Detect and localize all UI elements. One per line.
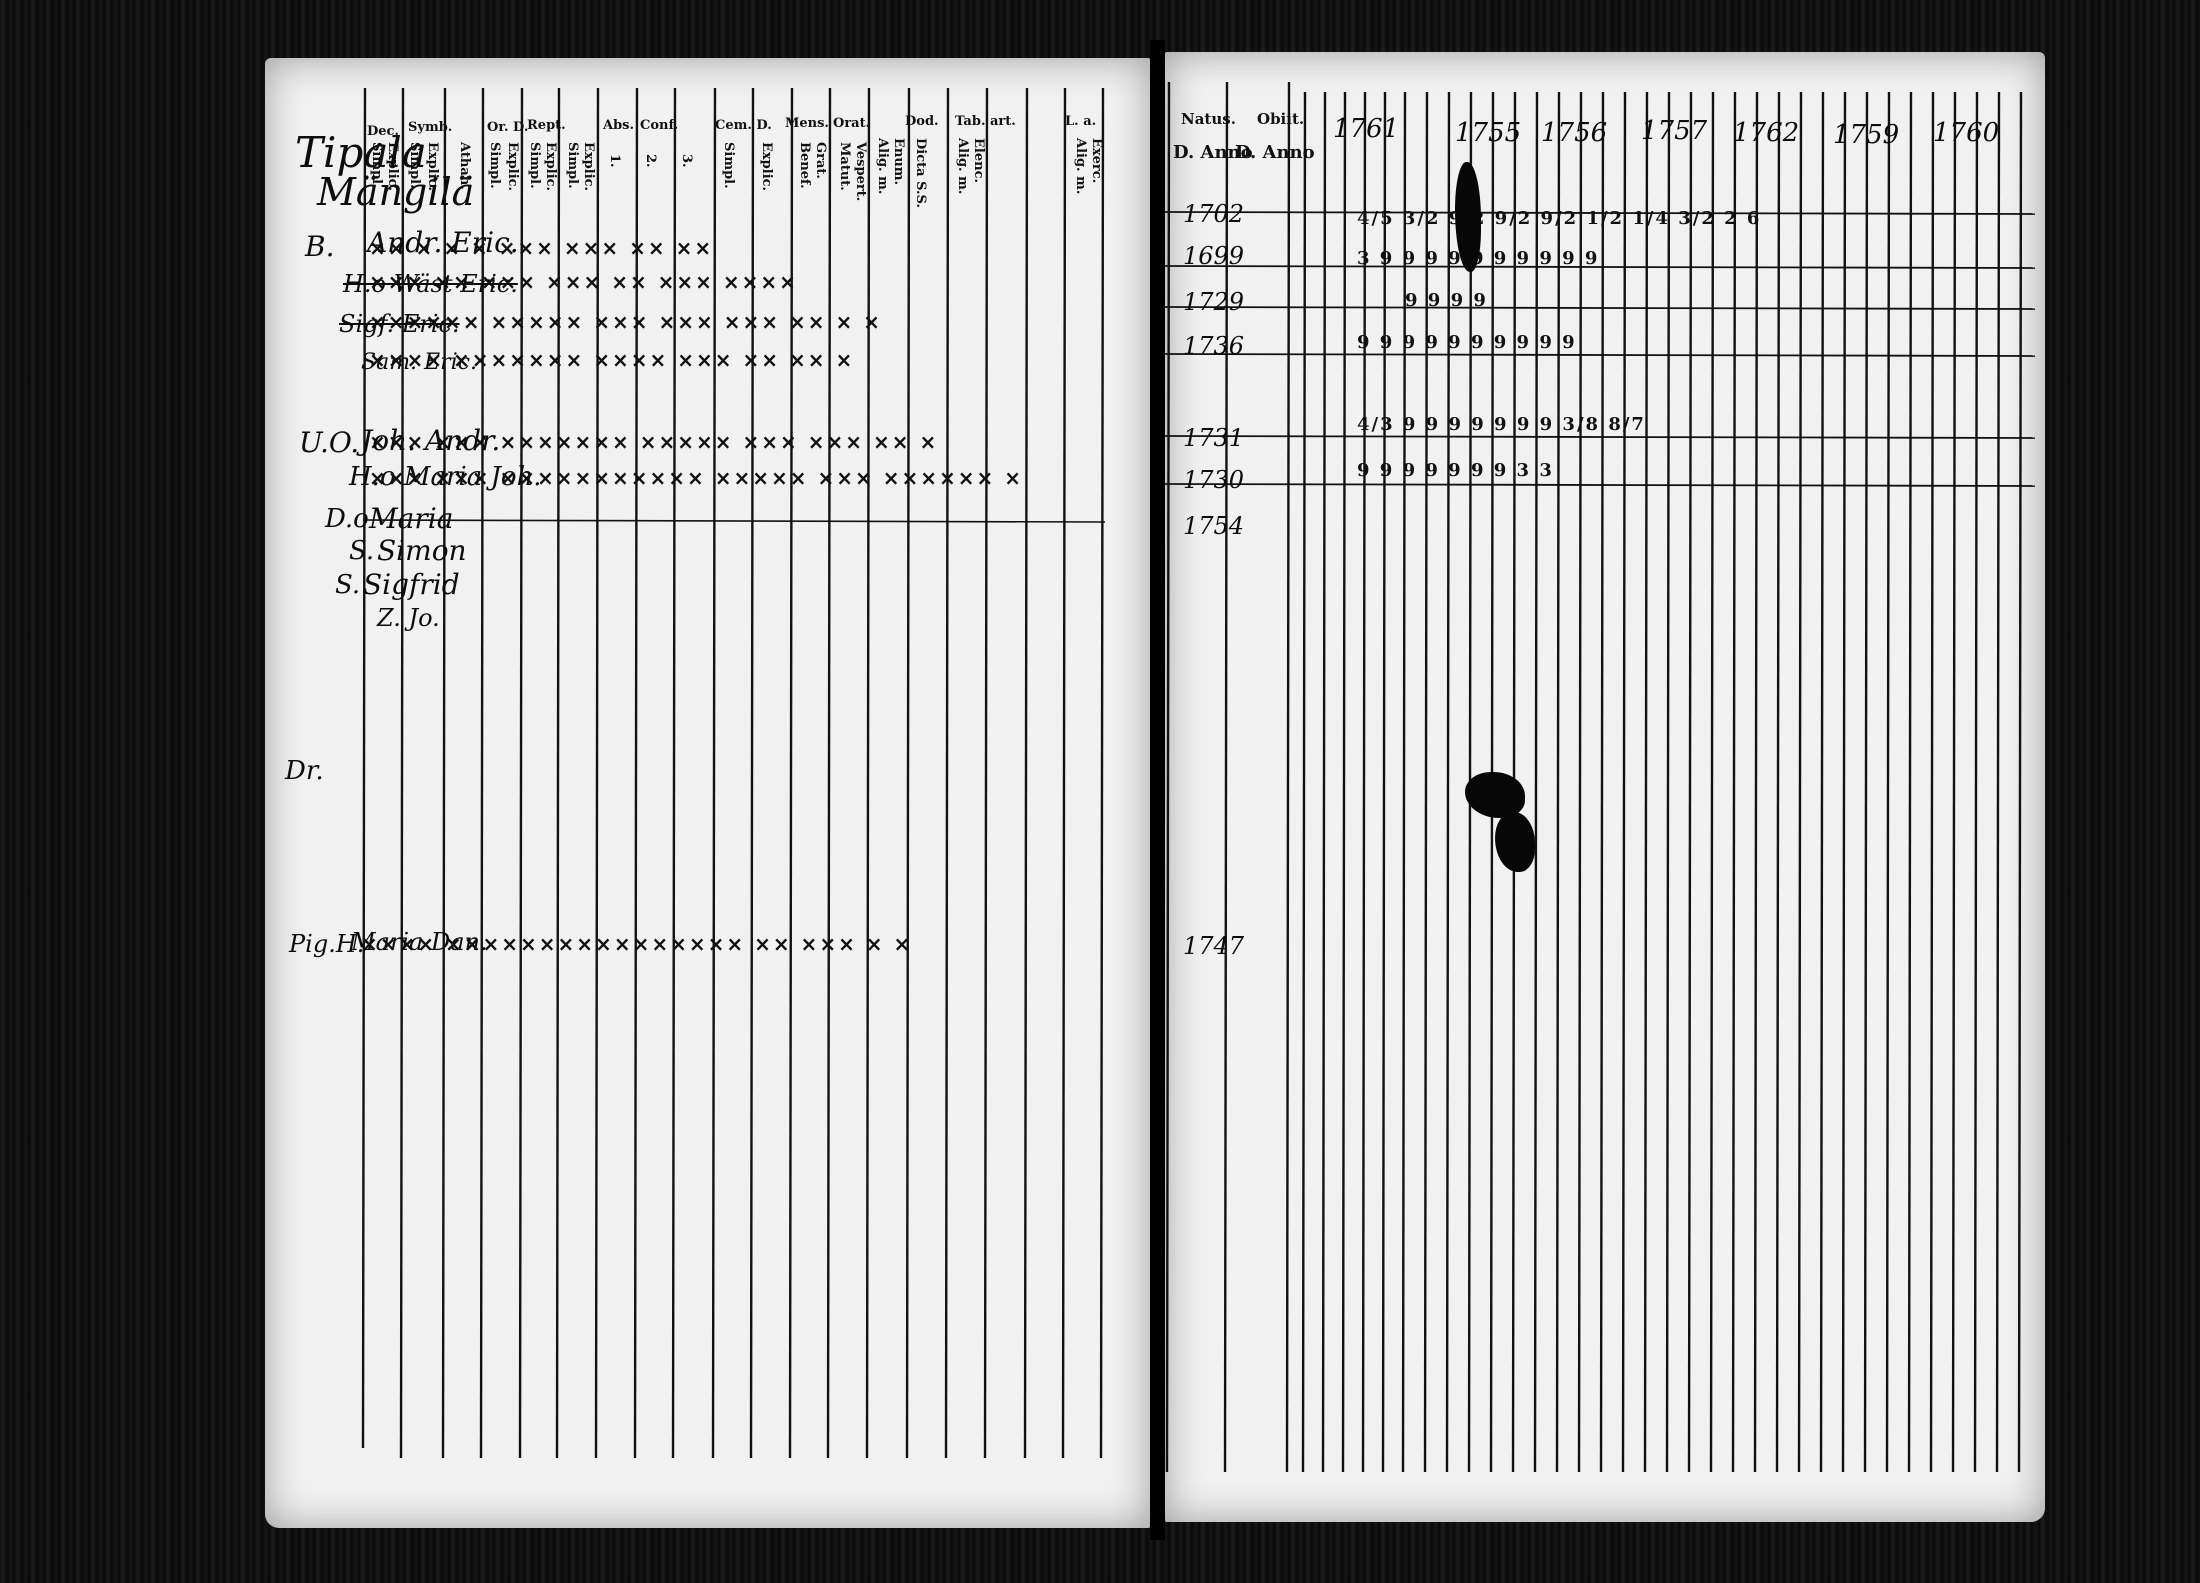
village-subtitle: Mängilä <box>317 170 475 214</box>
header-d-anno: D. Anno <box>1173 142 1253 163</box>
col-header: 3. <box>679 154 694 168</box>
birth-year: 1730 <box>1183 466 1245 494</box>
header-la: L. a. <box>1065 114 1097 129</box>
header-mens: Mens. <box>785 116 829 131</box>
ink-blot <box>1465 772 1525 818</box>
tick-marks: ×× × × × ××× ××× ×× ×× <box>369 236 714 260</box>
entry-name: Sam. Eric. <box>361 350 477 375</box>
tick-marks: ×××××× ××××× ××× ××× ××× ×× × × <box>369 310 882 334</box>
col-header: Athan. <box>457 142 472 190</box>
header-orat: Orat. <box>833 116 871 131</box>
book-gutter <box>1150 40 1165 1540</box>
entry-name: Maria <box>369 502 454 535</box>
header-d-anno-2: D. Anno <box>1235 142 1315 163</box>
col-header: Explic. <box>505 142 520 192</box>
col-header: Explic. <box>385 142 400 192</box>
entry-name: Maria Dan. <box>351 928 488 956</box>
birth-year: 1729 <box>1183 288 1245 316</box>
col-header: Simpl. <box>721 142 736 189</box>
tick-marks: ×××× ××××××× ×××× ××× ×× ×× × <box>369 348 855 372</box>
entry-name: H.o Wäst Eric. <box>343 270 518 298</box>
col-header: Alig. m. <box>955 138 970 195</box>
col-header: Simpl. <box>407 142 422 189</box>
col-header: Grat. <box>813 142 828 179</box>
header-symb: Symb. <box>408 120 453 135</box>
entry-name: Sigf. Eric. <box>339 310 460 338</box>
col-header: Explic. <box>759 142 774 192</box>
exam-marks: 4/5 3/2 9/2 9/2 9/2 1/2 1/4 3/2 2 6 <box>1357 208 1762 229</box>
col-header: Simpl. <box>487 142 502 189</box>
header-cem-d: Cem. D. <box>715 118 772 133</box>
birth-year: 1747 <box>1183 932 1245 960</box>
tick-marks: ×××× ×××××××××××××××× ×× ××× × × <box>361 932 913 956</box>
col-header: Explic. <box>543 142 558 192</box>
col-header: Alig. m. <box>875 138 890 195</box>
entry-prefix: Pig.H. <box>289 930 365 958</box>
col-header: 1. <box>607 154 622 168</box>
header-tab-art: Tab. art. <box>955 114 1016 129</box>
left-page: Dec. Symb. Or. D. Rept. Abs. Conf. Cem. … <box>265 58 1150 1528</box>
exam-marks: 4/3 9 9 9 9 9 9 9 3/8 8/7 <box>1357 414 1646 435</box>
tick-marks: ××× ××× ××××××××××× ××××× ××× ×××××× × <box>369 466 1024 490</box>
year-header: 1759 <box>1833 120 1900 150</box>
ink-blot <box>1455 162 1481 272</box>
year-header: 1755 <box>1455 118 1522 148</box>
header-dod: Dod. <box>905 114 939 129</box>
header-abs: Abs. <box>603 118 635 133</box>
entry-prefix: U.O. <box>299 426 360 459</box>
entry-prefix: S. <box>335 570 361 600</box>
col-header: Enum. <box>891 138 906 186</box>
left-ruling <box>361 87 1106 1459</box>
exam-marks: 9 9 9 9 9 9 9 9 9 9 <box>1357 332 1577 353</box>
col-header: Explic. <box>425 142 440 192</box>
header-dec: Dec. <box>367 124 399 139</box>
col-header: Explic. <box>581 142 596 192</box>
entry-name: Joh. Andr. <box>361 424 501 457</box>
entry-name: Z. Jo. <box>377 604 440 632</box>
year-header: 1756 <box>1541 118 1608 148</box>
year-header: 1760 <box>1933 118 2000 148</box>
birth-year: 1736 <box>1183 332 1245 360</box>
header-rept: Rept. <box>527 118 566 133</box>
entry-prefix: B. <box>305 230 335 263</box>
col-header: Dicta S.S. <box>913 138 928 208</box>
entry-prefix: S. <box>349 536 375 566</box>
header-obiit: Obiit. <box>1257 110 1305 128</box>
col-header: Benef. <box>797 142 812 189</box>
entry-name: Simon <box>377 534 467 567</box>
birth-year: 1754 <box>1183 512 1245 540</box>
col-header: Vespert. <box>853 142 868 202</box>
birth-year: 1699 <box>1183 242 1245 270</box>
year-header: 1757 <box>1641 116 1708 146</box>
village-title: Tipala <box>295 128 427 177</box>
right-ruling <box>1165 81 2036 1473</box>
year-header: 1761 <box>1333 114 1400 144</box>
tick-marks: ××× ××× ××××××× ××××× ××× ××× ×× × <box>369 430 939 454</box>
right-page: Natus. D. Anno Obiit. D. Anno 1761 1755 … <box>1165 52 2045 1522</box>
col-header: Simpl. <box>369 142 384 189</box>
birth-year: 1731 <box>1183 424 1245 452</box>
year-header: 1762 <box>1733 118 1800 148</box>
col-header: Matut. <box>837 142 852 191</box>
tick-marks: ××× ×× ××× ××× ×× ××× ×××× <box>369 270 798 294</box>
entry-prefix: Dr. <box>285 756 324 786</box>
header-natus: Natus. <box>1181 110 1236 128</box>
entry-name: Andr. Eric. <box>367 226 519 259</box>
col-header: Elenc. <box>971 138 986 184</box>
entry-prefix: D.o <box>325 504 369 534</box>
col-header: Simpl. <box>527 142 542 189</box>
entry-name: H.o Maria Joh. <box>349 462 542 492</box>
col-header: Simpl. <box>565 142 580 189</box>
col-header: Alig. m. <box>1073 138 1088 195</box>
ink-blot <box>1495 812 1535 872</box>
header-or-d: Or. D. <box>487 120 529 135</box>
exam-marks: 9 9 9 9 9 9 9 3 3 <box>1357 460 1554 481</box>
exam-marks: 9 9 9 9 <box>1405 290 1488 311</box>
col-header: 2. <box>643 154 658 168</box>
entry-name: Sigfrid <box>363 568 460 601</box>
header-conf: Conf. <box>640 118 679 133</box>
birth-year: 1702 <box>1183 200 1245 228</box>
col-header: Exerc. <box>1089 138 1104 184</box>
